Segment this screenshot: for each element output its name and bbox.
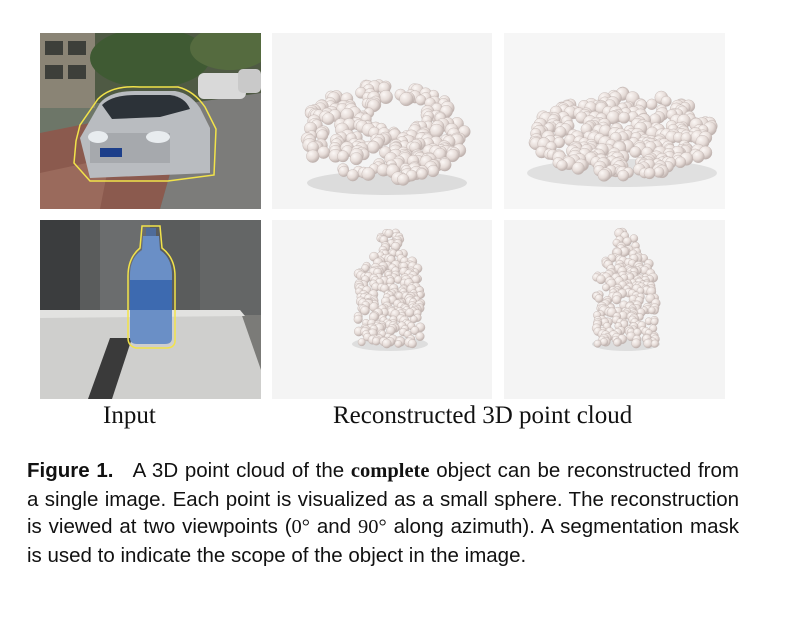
point-sphere <box>361 167 376 181</box>
point-sphere <box>337 150 349 163</box>
point-sphere <box>660 95 672 107</box>
point-sphere <box>650 339 659 348</box>
point-sphere <box>349 152 363 166</box>
point-sphere <box>629 146 642 158</box>
point-sphere <box>618 111 630 124</box>
point-sphere <box>427 164 440 178</box>
point-sphere <box>397 173 410 186</box>
caption-text: along azimuth). A segmentation mask is u… <box>27 515 740 567</box>
point-sphere <box>631 338 642 349</box>
point-sphere <box>372 336 381 346</box>
bottle-pointcloud-0deg <box>272 220 492 399</box>
angle-value: 90° <box>357 516 387 538</box>
point-sphere <box>593 339 602 348</box>
caption-text: and <box>316 515 352 538</box>
point-sphere <box>594 294 604 303</box>
car-pointcloud-0deg <box>272 33 492 209</box>
point-sphere <box>346 169 359 182</box>
point-sphere <box>353 314 363 324</box>
figure-number: Figure 1. <box>27 459 114 482</box>
caption-text: the scope of the object in the image. <box>196 543 527 567</box>
figure-caption: Figure 1. A 3D point cloud of the comple… <box>27 457 739 569</box>
point-sphere <box>643 167 656 180</box>
point-sphere <box>648 306 656 315</box>
point-sphere <box>446 149 460 163</box>
point-sphere <box>650 317 659 326</box>
point-sphere <box>597 168 611 182</box>
point-sphere <box>612 295 622 305</box>
bottle-pointcloud-90deg <box>504 220 725 399</box>
point-sphere <box>415 331 425 341</box>
car-input-photo <box>40 33 261 209</box>
caption-emphasis: complete <box>350 460 430 482</box>
point-sphere <box>306 149 320 163</box>
point-sphere <box>382 338 392 349</box>
caption-text: small sphere. The reconstruction is view… <box>27 487 740 539</box>
point-sphere <box>602 283 610 292</box>
point-sphere <box>366 140 380 154</box>
point-sphere <box>596 274 606 285</box>
caption-text: object can be <box>436 459 561 482</box>
point-sphere <box>674 156 687 169</box>
caption-text: reconstructed from a single image. Each … <box>27 459 739 511</box>
point-sphere <box>646 98 658 110</box>
input-column-label: Input <box>103 402 156 429</box>
point-sphere <box>394 340 403 348</box>
point-sphere <box>416 168 428 180</box>
caption-text: A 3D point cloud of the <box>132 459 345 482</box>
point-sphere <box>617 169 630 182</box>
point-sphere <box>322 112 335 125</box>
point-sphere <box>357 338 366 347</box>
bottle-input-photo <box>40 220 261 399</box>
point-sphere <box>692 150 705 163</box>
point-sphere <box>360 305 370 316</box>
point-sphere <box>407 339 417 349</box>
car-pointcloud-90deg <box>504 33 725 209</box>
point-sphere <box>613 338 622 347</box>
point-sphere <box>571 161 585 175</box>
point-sphere <box>410 315 418 324</box>
point-sphere <box>556 159 568 171</box>
point-sphere <box>410 326 420 336</box>
reconstruction-column-label: Reconstructed 3D point cloud <box>333 402 633 429</box>
point-sphere <box>399 92 414 107</box>
angle-value: 0° <box>291 516 310 538</box>
